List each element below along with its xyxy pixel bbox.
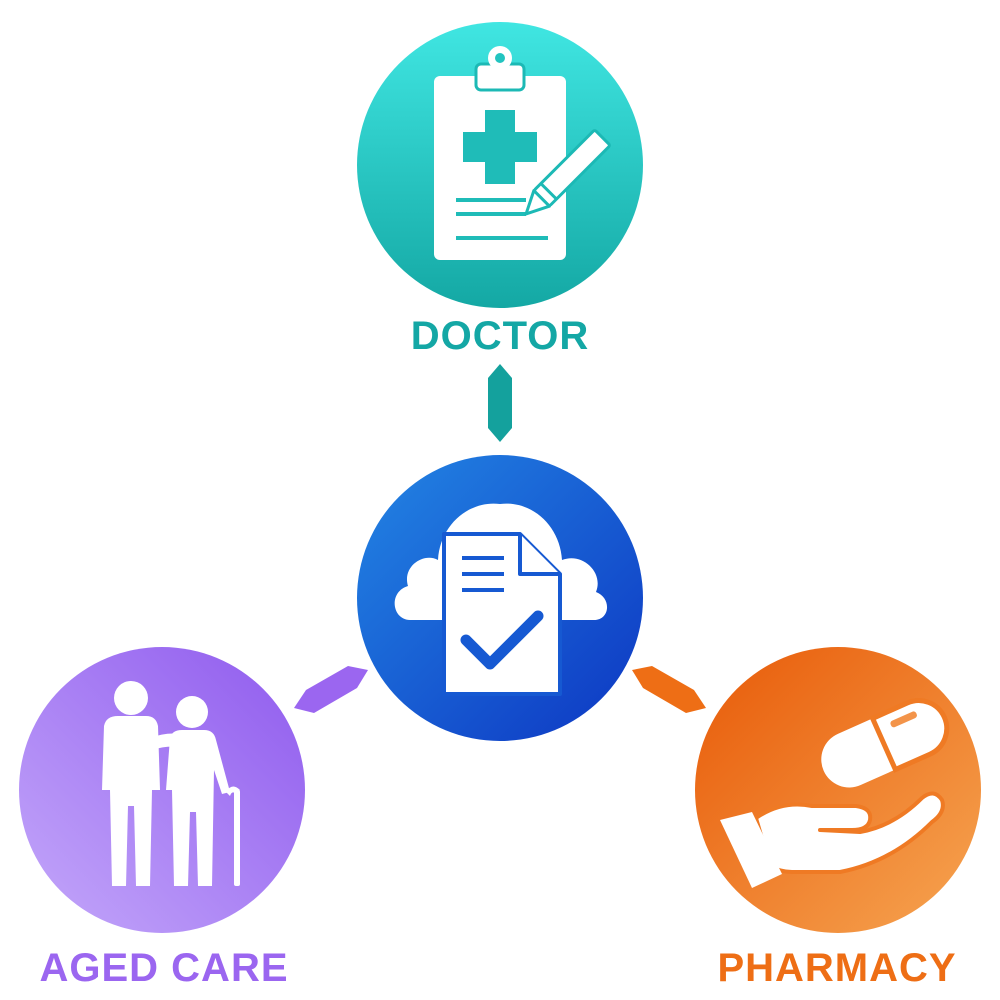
- connector-doctor: [488, 364, 512, 442]
- aged-care-node: [19, 647, 305, 933]
- connector-aged-care: [294, 666, 368, 713]
- doctor-node: [357, 22, 643, 308]
- pharmacy-circle: [695, 647, 981, 933]
- cloud-document-check-icon: [394, 503, 608, 696]
- connector-pharmacy: [632, 666, 706, 713]
- aged-care-circle: [19, 647, 305, 933]
- elderly-couple-icon: [102, 681, 240, 886]
- aged-care-label: AGED CARE: [39, 946, 289, 990]
- hand-capsule-icon: [720, 698, 950, 888]
- central-records-node: [357, 455, 643, 741]
- pharmacy-label: PHARMACY: [717, 946, 957, 990]
- doctor-label: DOCTOR: [410, 314, 590, 358]
- pharmacy-node: [695, 647, 981, 933]
- clipboard-medical-icon: [434, 46, 611, 260]
